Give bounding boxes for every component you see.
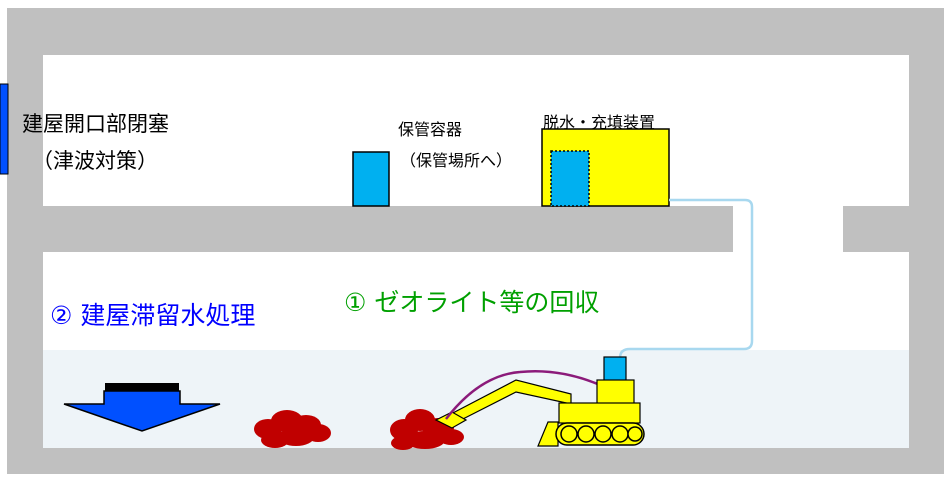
- down-arrow-icon: [63, 383, 221, 432]
- transfer-hose: [618, 198, 754, 359]
- container-sublabel: （保管場所へ）: [400, 151, 513, 170]
- opening-closure-panel: [0, 83, 9, 175]
- step2-label: ② 建屋滞留水処理: [50, 301, 256, 330]
- storage-container: [352, 151, 390, 207]
- floor-opening: [733, 205, 843, 253]
- retained-water: [43, 350, 909, 448]
- container-label: 保管容器: [398, 120, 463, 139]
- closure-label: 建屋開口部閉塞: [22, 112, 169, 136]
- excavator-icon: [434, 356, 645, 447]
- device-inner-container: [550, 150, 590, 207]
- dewatering-device-label: 脱水・充填装置: [543, 113, 656, 132]
- step1-label: ① ゼオライト等の回収: [344, 288, 600, 317]
- upper-floor-interior: [43, 55, 909, 206]
- sludge-pile: [254, 410, 331, 448]
- closure-sublabel: （津波対策）: [32, 149, 158, 173]
